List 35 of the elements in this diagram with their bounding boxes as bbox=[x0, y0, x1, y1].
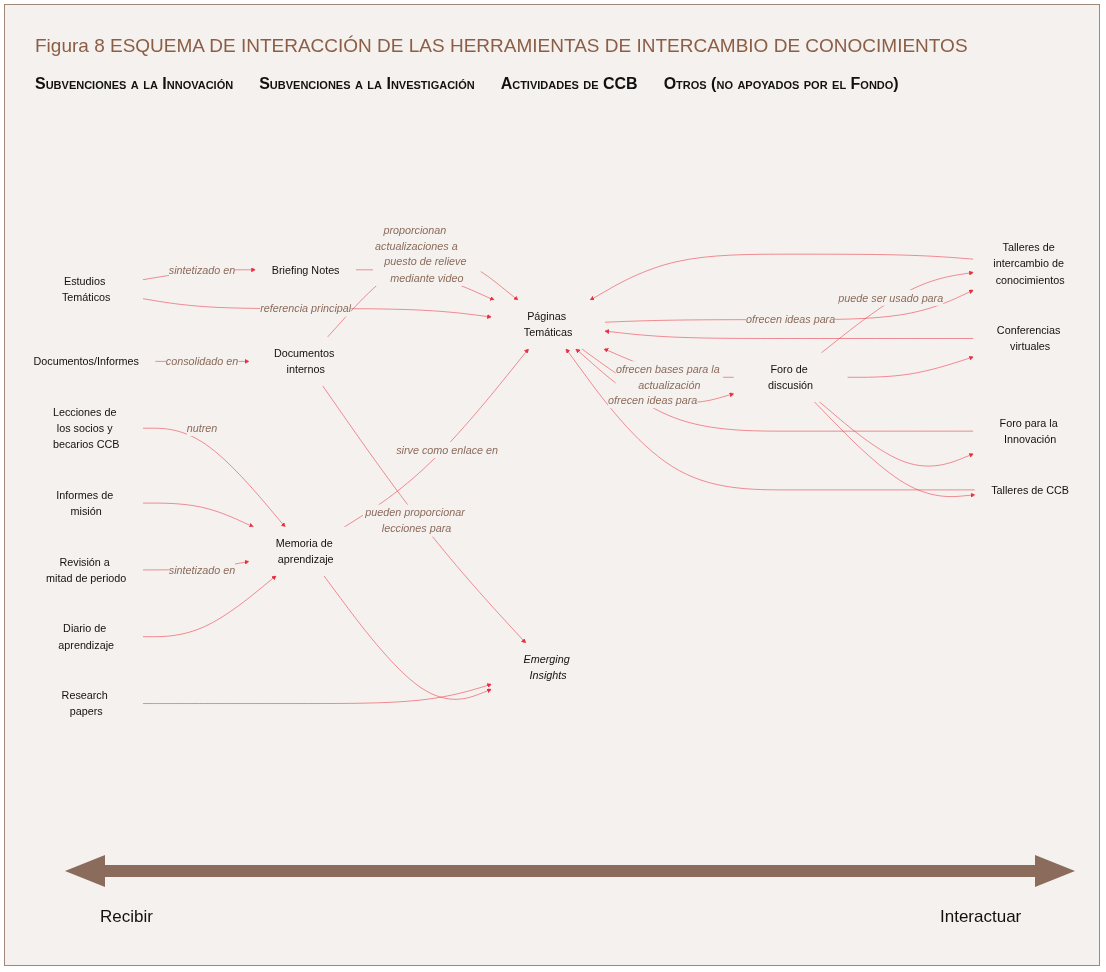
node-text: Documentos/Informes bbox=[33, 355, 139, 368]
scale-end-label: Recibir bbox=[100, 907, 153, 927]
edge-label: sintetizado en bbox=[168, 563, 236, 576]
node-text: Documentos internos bbox=[273, 347, 335, 376]
node-text: Foro de discusión bbox=[768, 363, 814, 392]
section-heading: Otros (no apoyados por el Fondo) bbox=[663, 75, 899, 93]
node-text: Informes de misión bbox=[56, 489, 114, 518]
edge-label: puesto de relieve mediante video bbox=[384, 255, 467, 284]
node-text: Briefing Notes bbox=[271, 263, 340, 276]
node-text: Conferencias virtuales bbox=[996, 324, 1061, 353]
edge-label: referencia principal bbox=[260, 302, 352, 315]
edge-label: sintetizado en bbox=[168, 263, 236, 276]
node-text: Talleres de CCB bbox=[991, 483, 1070, 496]
section-heading: Subvenciones a la Investigación bbox=[259, 75, 475, 93]
edge-label: sirve como enlace en bbox=[396, 444, 499, 456]
node-text: Memoria de aprendizaje bbox=[275, 537, 334, 566]
section-heading: Subvenciones a la Innovación bbox=[35, 75, 234, 93]
node-text: Páginas Temáticas bbox=[523, 310, 573, 339]
node-text: Estudios Temáticos bbox=[61, 275, 111, 304]
edge-label: puede ser usado para bbox=[838, 291, 944, 304]
node-text: Lecciones de los socios y becarios CCB bbox=[52, 406, 120, 451]
node-text: Talleres de intercambio de conocimientos bbox=[993, 241, 1065, 286]
scale-end-label: Interactuar bbox=[940, 907, 1022, 927]
edge-label: ofrecen ideas para bbox=[745, 313, 836, 326]
figure-title: Figura 8 ESQUEMA DE INTERACCIÓN DE LAS HERRAMIENTAS DE INTERCAMBIO DE CONOCIMIENTOS bbox=[35, 35, 968, 57]
edge-label: consolidado en bbox=[165, 355, 239, 368]
section-heading: Actividades de CCB bbox=[500, 75, 638, 93]
node-text: Foro para la Innovación bbox=[999, 417, 1058, 446]
node-text: Research papers bbox=[61, 689, 108, 718]
edge-label: ofrecen ideas para bbox=[608, 394, 698, 407]
edge-label: pueden proporcionar lecciones para bbox=[365, 506, 465, 535]
node-text: Emerging Insights bbox=[523, 653, 570, 682]
node-text: Revisión a mitad de periodo bbox=[46, 555, 127, 584]
node-text: Diario de aprendizaje bbox=[58, 622, 115, 651]
edge-label: nutren bbox=[186, 422, 218, 435]
